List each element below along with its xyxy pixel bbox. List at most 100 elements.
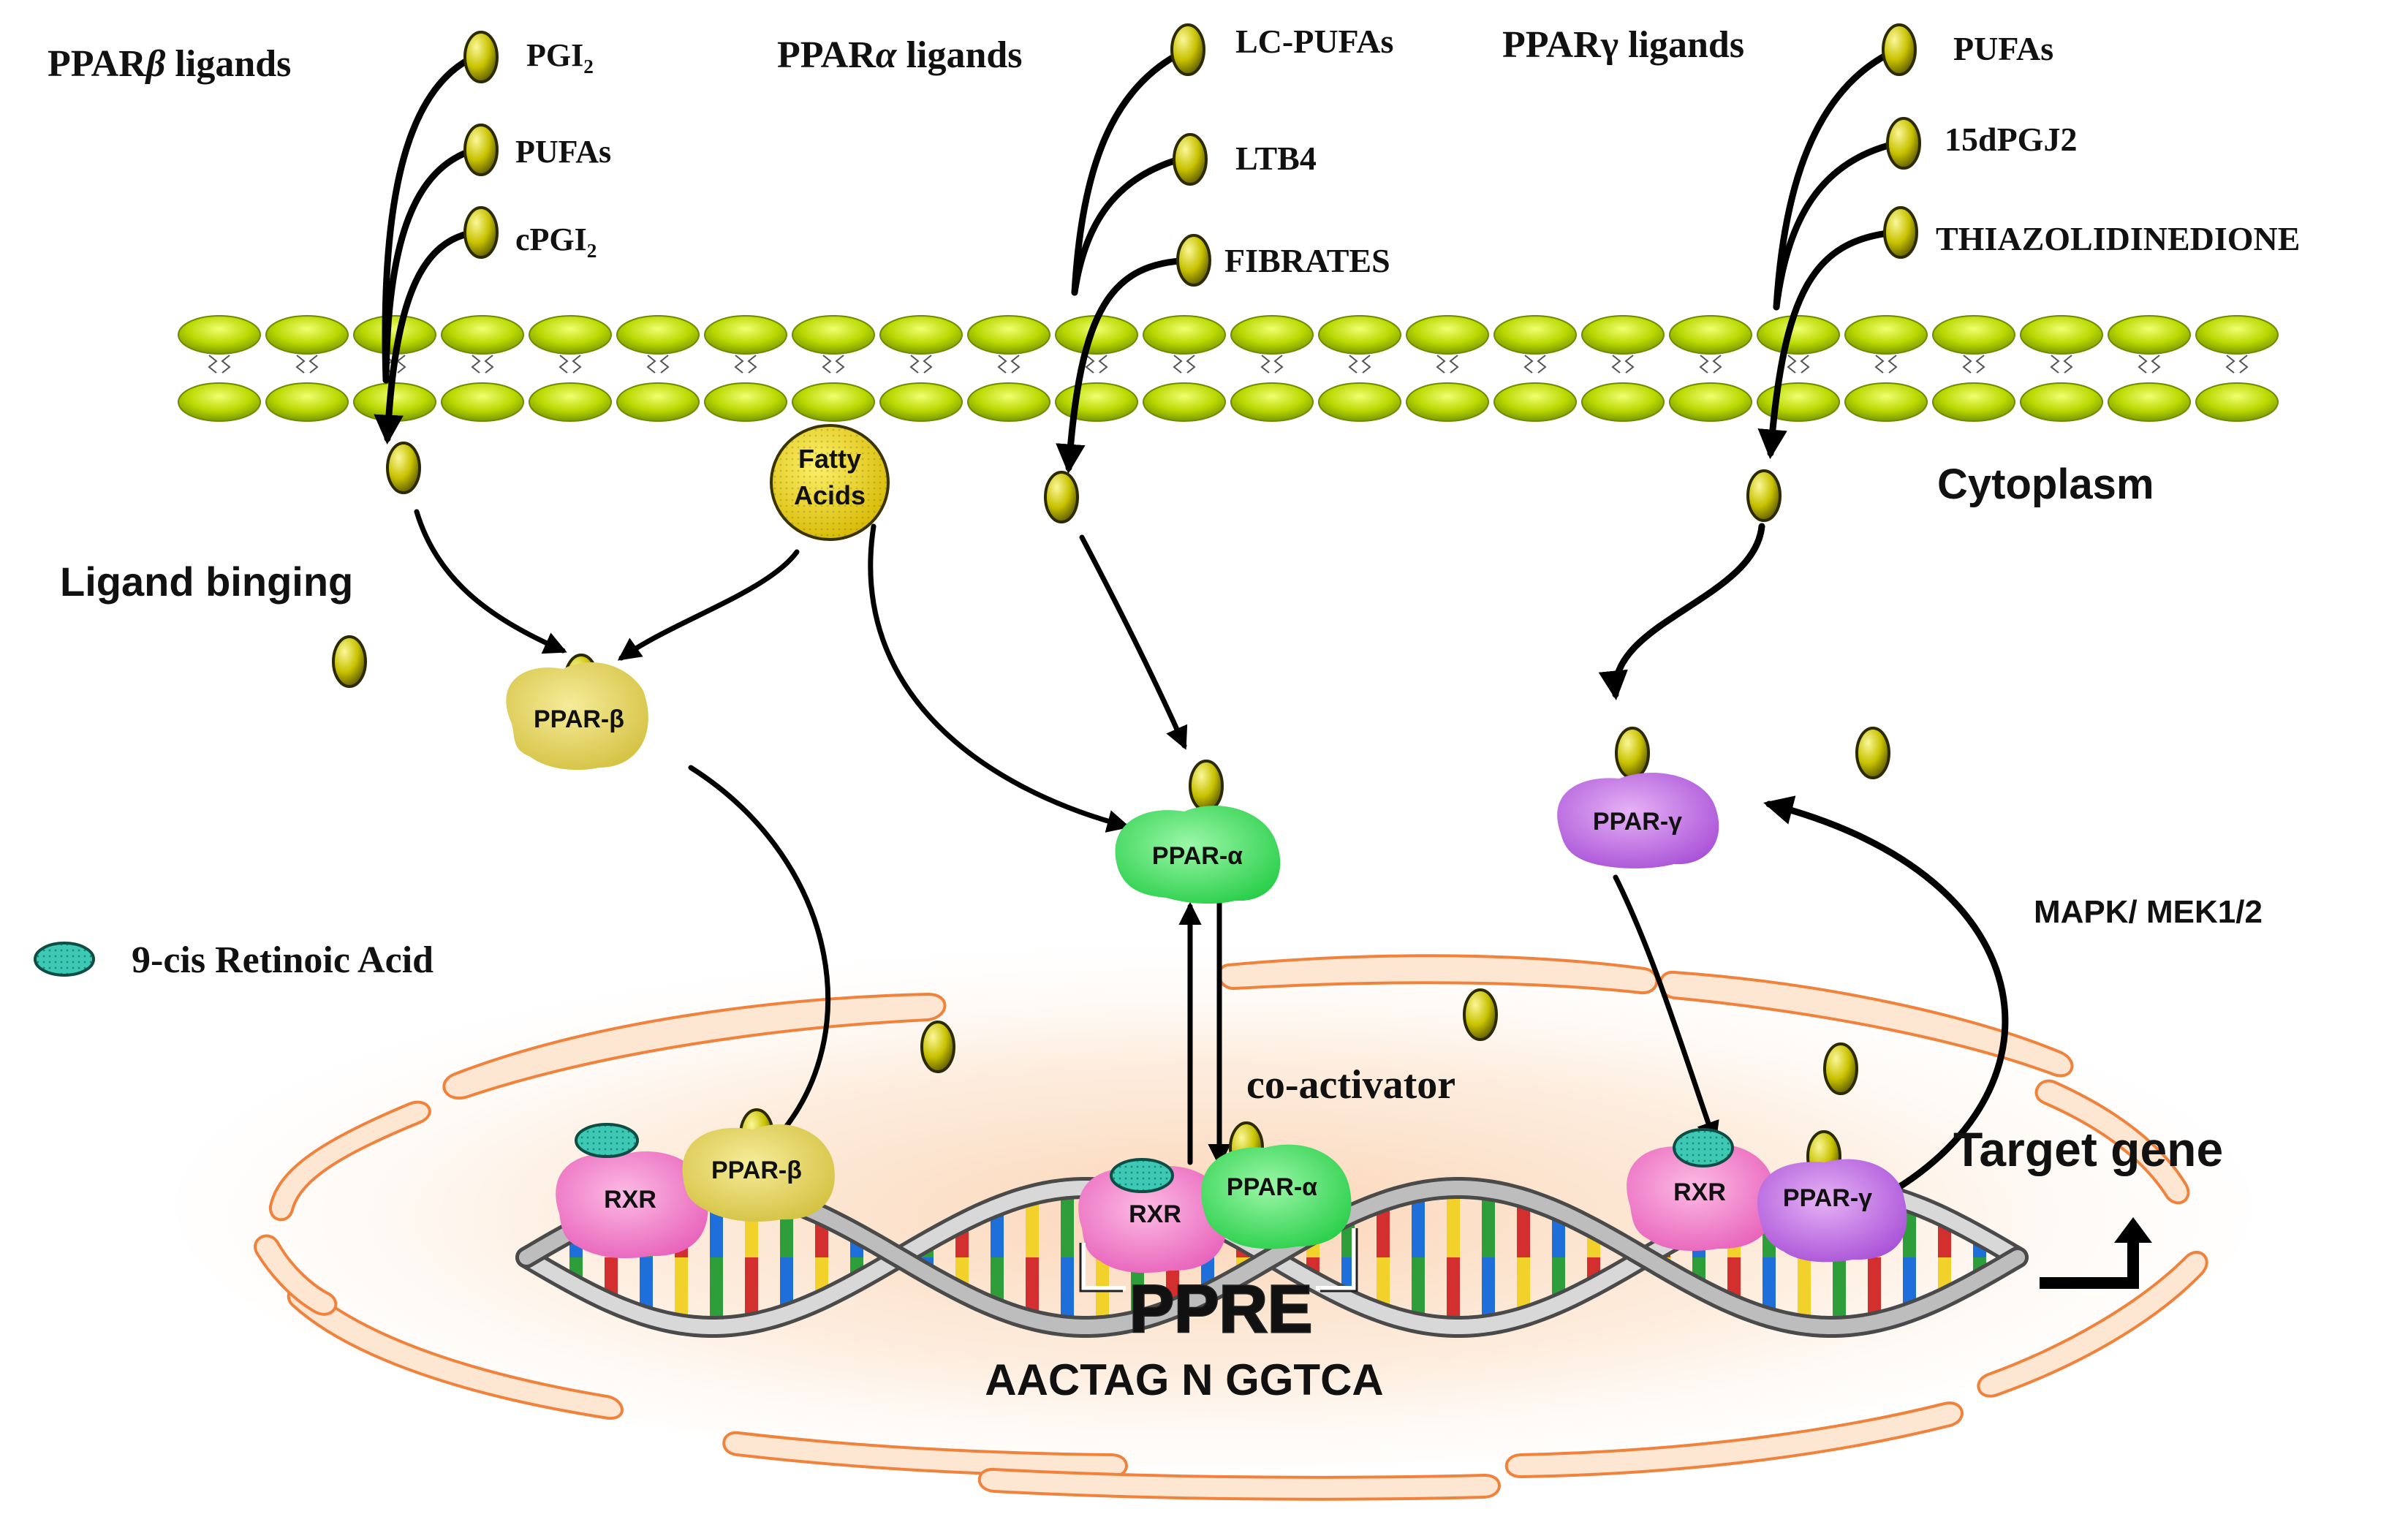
arrow-ppar-gamma-to-dna xyxy=(1613,874,1719,1145)
membrane-head-inner xyxy=(265,382,349,422)
ligand-oval-icon xyxy=(463,206,499,259)
rxr-ppar-gamma-complex: RXR PPAR-γ xyxy=(1627,1144,1907,1263)
arrow-ppar-beta-to-dna xyxy=(688,765,830,1151)
retinoic-acid-legend-label: 9-cis Retinoic Acid xyxy=(132,939,433,981)
membrane-lipid-tail xyxy=(1173,355,1196,374)
target-gene-label: Target gene xyxy=(1953,1122,2223,1176)
membrane-lipid-tail xyxy=(1348,355,1371,374)
alpha-ligand-lc-pufas: LC-PUFAs xyxy=(1235,23,1393,60)
membrane-head-outer xyxy=(879,315,963,355)
membrane-head-inner xyxy=(1318,382,1401,422)
nuclear-envelope-segment xyxy=(287,1282,624,1420)
membrane-head-outer xyxy=(2108,315,2191,355)
ligand-oval-icon xyxy=(1855,727,1890,779)
ligand-oval-icon xyxy=(1189,760,1224,812)
arrow-ligand-to-ppar-gamma xyxy=(1598,523,1765,701)
nuclear-envelope-segment xyxy=(1977,1251,2208,1398)
membrane-lipid-tail xyxy=(822,355,845,374)
text-labels: PPARβ ligands PPARα ligands PPARγ ligand… xyxy=(48,23,2300,1404)
ligand-oval-icon xyxy=(920,1021,955,1073)
ppar-gamma-ligands-header: PPARγ ligands xyxy=(1502,24,1744,66)
membrane-head-inner xyxy=(967,382,1050,422)
membrane-head-inner xyxy=(1844,382,1928,422)
membrane-lipid-tail xyxy=(734,355,757,374)
ppar-beta-nuclear-label: PPAR-β xyxy=(711,1157,802,1184)
alpha-ligand-line-2 xyxy=(1071,154,1188,296)
ligand-ovals xyxy=(332,23,1921,1183)
membrane-head-outer xyxy=(1406,315,1489,355)
ppar-alpha-nuclear-label: PPAR-α xyxy=(1227,1173,1317,1201)
ligand-oval-icon xyxy=(1176,234,1211,287)
arrow-mapk-feedback xyxy=(1763,795,2009,1203)
beta-ligand-line-3 xyxy=(374,229,477,445)
fatty-acids-node: Fatty Acids xyxy=(770,424,890,541)
rxr-ppar-alpha-complex: RXR PPAR-α xyxy=(1078,1144,1352,1273)
gamma-ligand-15dpgj2: 15dPGJ2 xyxy=(1945,121,2077,158)
bent-arrow-icon xyxy=(2040,1239,2139,1289)
membrane-lipid-tail xyxy=(559,355,582,374)
fatty-acids-label-2: Acids xyxy=(794,480,866,510)
membrane-head-outer xyxy=(1932,315,2015,355)
membrane-head-outer xyxy=(704,315,787,355)
cell-membrane xyxy=(178,315,2279,422)
beta-ligand-pgi2: PGI2 xyxy=(526,37,594,77)
membrane-head-inner xyxy=(1581,382,1665,422)
beta-ligand-pufas: PUFAs xyxy=(515,134,611,170)
alpha-ligand-ltb4: LTB4 xyxy=(1235,140,1317,177)
membrane-lipid-tail xyxy=(295,355,319,374)
nuclear-envelope-segment xyxy=(254,1234,338,1316)
target-gene-arrow xyxy=(2040,1217,2152,1289)
membrane-head-outer xyxy=(1844,315,1928,355)
membrane-head-outer xyxy=(967,315,1050,355)
membrane-head-inner xyxy=(2020,382,2103,422)
membrane-lipid-tail xyxy=(2050,355,2073,374)
membrane-lipid-tail xyxy=(2138,355,2161,374)
membrane-lipid-tail xyxy=(1523,355,1547,374)
membrane-head-outer xyxy=(1581,315,1665,355)
membrane-head-outer xyxy=(265,315,349,355)
beta-ligand-line-1 xyxy=(382,53,477,384)
rxr-alpha-label: RXR xyxy=(1129,1200,1181,1228)
cytoplasm-label: Cytoplasm xyxy=(1937,461,2154,508)
mapk-label: MAPK/ MEK1/2 xyxy=(2034,894,2263,930)
fatty-acids-label-1: Fatty xyxy=(798,444,861,474)
membrane-head-inner xyxy=(441,382,524,422)
gamma-ligand-line-1 xyxy=(1773,46,1901,311)
ligand-oval-icon xyxy=(1463,988,1498,1041)
ppre-label: PPRE xyxy=(1129,1272,1313,1347)
ligand-oval-icon xyxy=(1886,117,1921,170)
membrane-lipid-tail xyxy=(1085,355,1108,374)
nuclear-envelope-segment xyxy=(268,1100,431,1222)
ppar-alpha-ligands-header: PPARα ligands xyxy=(777,34,1023,76)
alpha-ligand-fibrates: FIBRATES xyxy=(1224,242,1390,279)
membrane-lipid-tail xyxy=(1699,355,1722,374)
arrow-ligand-to-ppar-beta xyxy=(414,509,567,654)
ligand-oval-icon xyxy=(463,124,499,176)
membrane-head-outer xyxy=(1143,315,1226,355)
nuclear-envelope-segment xyxy=(977,1467,1501,1501)
ligand-oval-icon xyxy=(1883,206,1918,259)
membrane-head-inner xyxy=(616,382,700,422)
membrane-head-inner xyxy=(704,382,787,422)
membrane-lipid-tail xyxy=(997,355,1021,374)
membrane-lipid-tail xyxy=(1787,355,1810,374)
membrane-lipid-tail xyxy=(1874,355,1898,374)
membrane-head-inner xyxy=(1230,382,1314,422)
ligand-oval-icon xyxy=(1882,23,1917,76)
ppar-alpha-label: PPAR-α xyxy=(1152,842,1243,870)
membrane-head-outer xyxy=(2020,315,2103,355)
membrane-head-inner xyxy=(2108,382,2191,422)
co-activator-label: co-activator xyxy=(1246,1062,1455,1108)
membrane-lipid-tail xyxy=(646,355,670,374)
arrow-fatty-acids-to-ppar-beta xyxy=(617,549,800,661)
rxr-ppar-beta-complex: RXR PPAR-β xyxy=(556,1124,835,1259)
membrane-lipid-tail xyxy=(1260,355,1284,374)
nuclear-envelope-segment xyxy=(1504,1401,1964,1479)
beta-ligand-cpgi2: cPGI2 xyxy=(515,222,597,262)
nuclear-envelope-segment xyxy=(1217,954,1659,995)
rxr-beta-label: RXR xyxy=(604,1186,656,1214)
membrane-lipid-tail xyxy=(471,355,494,374)
membrane-head-inner xyxy=(1669,382,1752,422)
ligand-oval-icon xyxy=(1170,23,1205,76)
